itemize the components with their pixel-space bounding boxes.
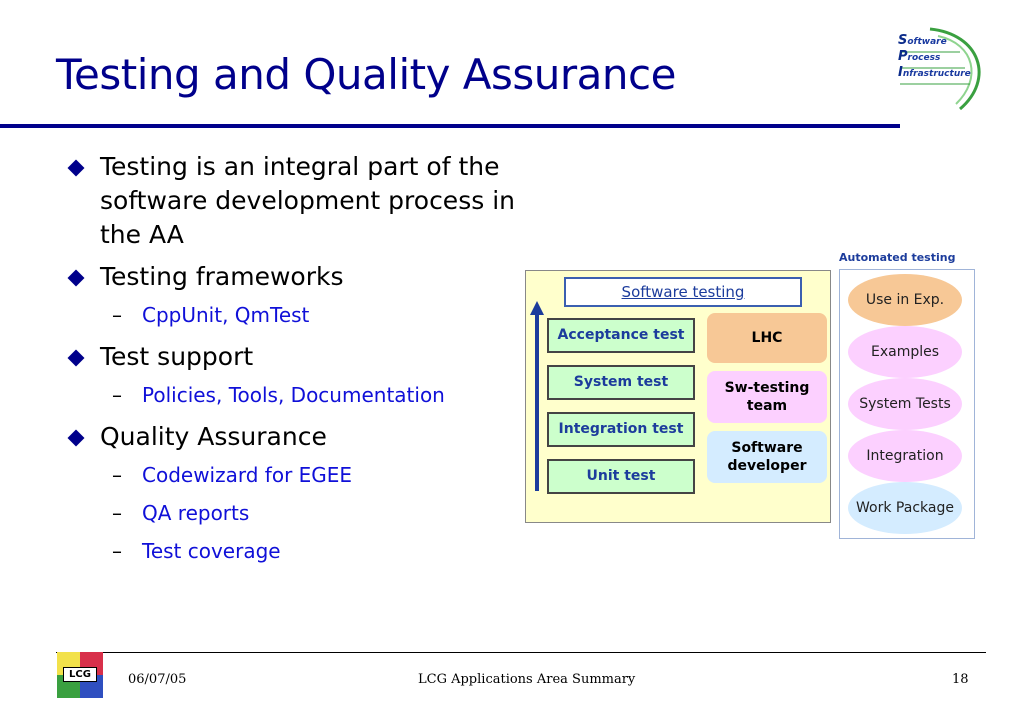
dash-bullet-icon: – bbox=[112, 303, 122, 327]
spi-logo-line-1: Software bbox=[898, 33, 947, 48]
spi-logo-line-3: Infrastructure bbox=[898, 65, 971, 80]
role-sw-testing-team: Sw-testing team bbox=[707, 371, 827, 423]
bullet-item: Testing is an integral part of the softw… bbox=[60, 150, 530, 252]
title-underline bbox=[0, 124, 900, 128]
arrow-shaft bbox=[535, 311, 539, 491]
bullet-text: Testing frameworks bbox=[100, 262, 344, 291]
diamond-bullet-icon bbox=[67, 349, 85, 367]
sub-bullet-item: –Policies, Tools, Documentation bbox=[60, 382, 530, 408]
level-unit-test: Unit test bbox=[547, 459, 695, 494]
spi-logo: Software Process Infrastructure bbox=[890, 24, 1000, 114]
stage-use-in-exp: Use in Exp. bbox=[848, 274, 962, 326]
sub-bullet-item: –Test coverage bbox=[60, 538, 530, 564]
level-system-test: System test bbox=[547, 365, 695, 400]
software-testing-diagram: Software testing Acceptance test System … bbox=[525, 270, 831, 523]
slide-title: Testing and Quality Assurance bbox=[56, 50, 676, 99]
stage-system-tests: System Tests bbox=[848, 378, 962, 430]
automated-testing-box: Use in Exp. Examples System Tests Integr… bbox=[839, 269, 975, 539]
bullet-text: Test support bbox=[100, 342, 254, 371]
sub-bullet-text: Policies, Tools, Documentation bbox=[142, 383, 445, 407]
sub-bullet-text: CppUnit, QmTest bbox=[142, 303, 310, 327]
level-integration-test: Integration test bbox=[547, 412, 695, 447]
spi-logo-swoosh-icon bbox=[900, 27, 981, 111]
bullet-text: Testing is an integral part of the softw… bbox=[100, 152, 515, 249]
bullet-list: Testing is an integral part of the softw… bbox=[60, 150, 530, 564]
sub-bullet-text: Codewizard for EGEE bbox=[142, 463, 353, 487]
sub-bullet-item: –Codewizard for EGEE bbox=[60, 462, 530, 488]
dash-bullet-icon: – bbox=[112, 463, 122, 487]
footer-date: 06/07/05 bbox=[128, 672, 187, 687]
bullet-item: Test support bbox=[60, 340, 530, 374]
footer-rule bbox=[56, 652, 986, 653]
sub-bullet-item: –QA reports bbox=[60, 500, 530, 526]
sub-bullet-text: QA reports bbox=[142, 501, 250, 525]
stage-integration: Integration bbox=[848, 430, 962, 482]
diamond-bullet-icon bbox=[67, 269, 85, 287]
dash-bullet-icon: – bbox=[112, 383, 122, 407]
role-software-developer: Software developer bbox=[707, 431, 827, 483]
lcg-logo: LCG bbox=[57, 652, 103, 698]
diamond-bullet-icon bbox=[67, 429, 85, 447]
bullet-text: Quality Assurance bbox=[100, 422, 327, 451]
stage-work-package: Work Package bbox=[848, 482, 962, 534]
sub-bullet-text: Test coverage bbox=[142, 539, 281, 563]
sub-bullet-item: –CppUnit, QmTest bbox=[60, 302, 530, 328]
arrow-up-icon bbox=[530, 301, 544, 315]
spi-logo-line-2: Process bbox=[898, 49, 941, 64]
dash-bullet-icon: – bbox=[112, 501, 122, 525]
diamond-bullet-icon bbox=[67, 159, 85, 177]
automated-testing-diagram: Automated testing Use in Exp. Examples S… bbox=[839, 245, 975, 540]
bullet-item: Quality Assurance bbox=[60, 420, 530, 454]
automated-testing-title: Automated testing bbox=[839, 251, 956, 264]
footer-title: LCG Applications Area Summary bbox=[418, 672, 636, 687]
role-lhc: LHC bbox=[707, 313, 827, 363]
dash-bullet-icon: – bbox=[112, 539, 122, 563]
stage-examples: Examples bbox=[848, 326, 962, 378]
lcg-logo-text: LCG bbox=[63, 667, 97, 682]
level-acceptance-test: Acceptance test bbox=[547, 318, 695, 353]
footer-page-number: 18 bbox=[952, 672, 969, 687]
diagram-title: Software testing bbox=[564, 277, 802, 307]
bullet-item: Testing frameworks bbox=[60, 260, 530, 294]
